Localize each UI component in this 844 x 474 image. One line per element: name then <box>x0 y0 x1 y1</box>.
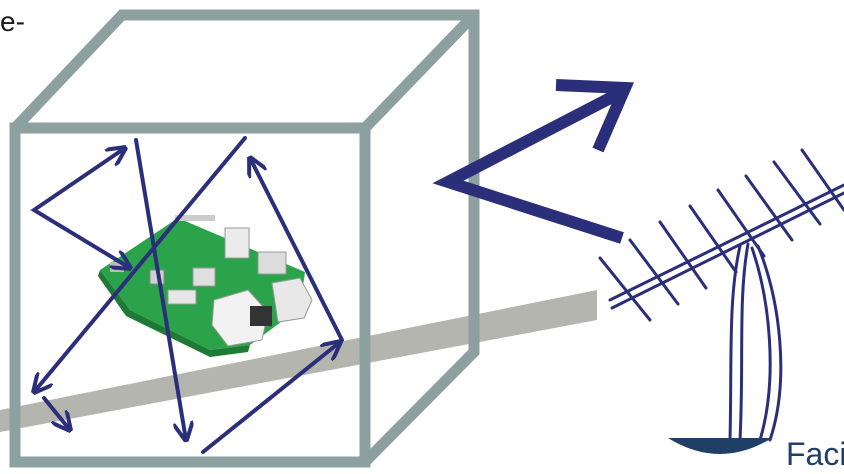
cube-front-frame <box>9 122 371 468</box>
transmission-arrow <box>432 79 634 244</box>
circuit-board-icon <box>98 215 313 357</box>
top-left-text: e- <box>0 6 25 37</box>
bowl-logo-icon <box>668 438 772 454</box>
ground-line <box>0 290 597 432</box>
brand-text: Faci <box>786 436 844 472</box>
signal-arrows <box>34 136 342 454</box>
yagi-antenna-icon <box>598 148 844 442</box>
cube-back-frame <box>11 9 480 466</box>
